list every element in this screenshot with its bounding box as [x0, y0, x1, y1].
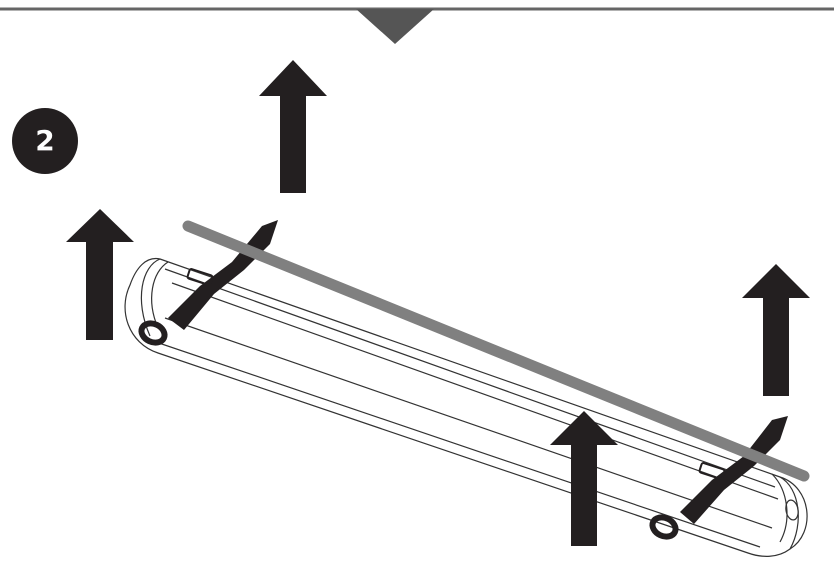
- strap-right-ring: [649, 514, 679, 540]
- strap-right: [649, 416, 788, 540]
- end-button: [785, 499, 799, 521]
- cylinder-bag: [124, 257, 808, 557]
- strap-left-ring: [138, 320, 168, 346]
- arrow-up-icon: [259, 60, 327, 193]
- cylinder-seam-bottom: [149, 339, 761, 548]
- arrow-up-icon: [550, 411, 618, 546]
- strap-right-buckle: [698, 462, 726, 480]
- strap-right-band: [680, 416, 788, 524]
- strap-left-buckle: [186, 268, 214, 286]
- triangle-down-icon: [356, 9, 434, 44]
- arrow-up-icon: [742, 264, 810, 396]
- cylinder-outline: [124, 257, 808, 557]
- cylinder-seam-top: [164, 268, 776, 488]
- arrow-up-icon: [66, 209, 134, 340]
- grey-rod: [182, 220, 810, 482]
- step-number-badge: 2: [12, 108, 78, 174]
